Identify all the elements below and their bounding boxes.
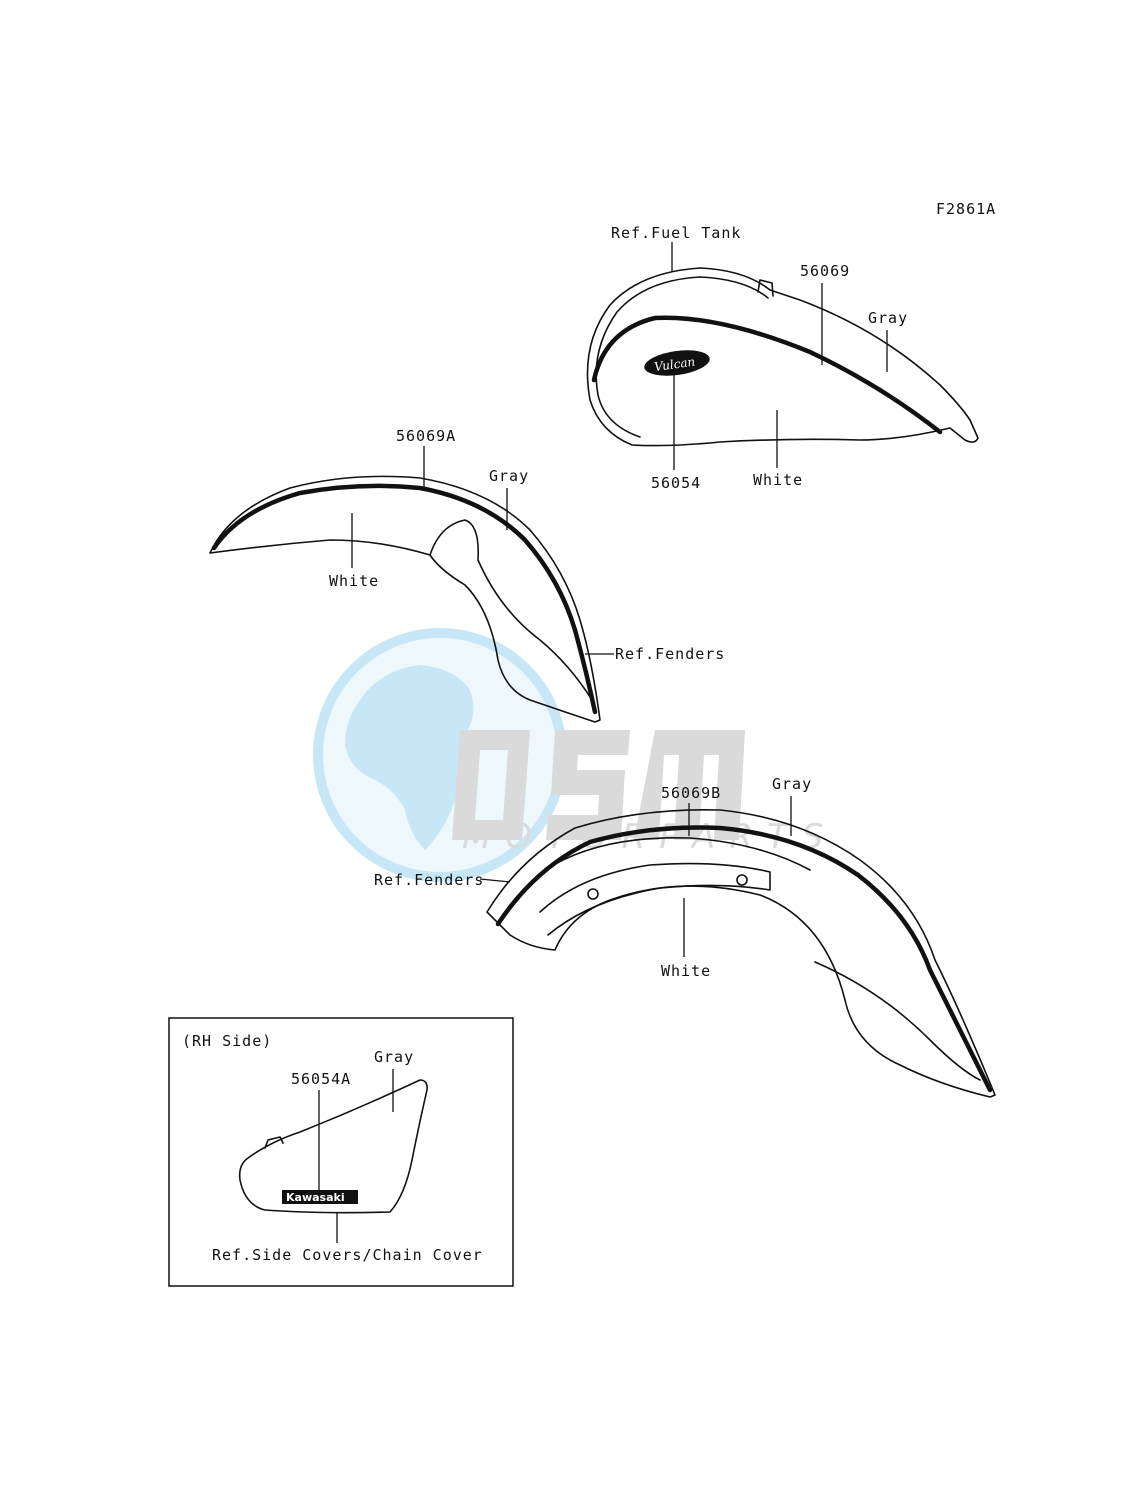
- front-fender-stripe: [211, 483, 598, 715]
- rear-fender-ref-label: Ref.Fenders: [374, 871, 484, 889]
- side-cover-gray-label: Gray: [374, 1048, 414, 1066]
- fuel-tank-gray-label: Gray: [868, 309, 908, 327]
- rear-fender-ref-leader: [479, 878, 511, 883]
- fuel-tank: Vulcan Ref.Fuel Tank 56069 Gray 56054 Wh…: [586, 224, 979, 492]
- front-fender-part-number: 56069A: [396, 427, 456, 445]
- rear-fender-white-label: White: [661, 962, 711, 980]
- watermark-letters: [452, 730, 745, 840]
- front-fender-inner-outline: [429, 519, 593, 701]
- rear-fender-bolt-hole-icon: [736, 874, 748, 886]
- side-cover-part-number: 56054A: [291, 1070, 351, 1088]
- side-cover-inset: (RH Side) Kawasaki 56054A Gray Ref.Side …: [168, 1017, 514, 1287]
- fuel-tank-inner-outline: [595, 276, 769, 438]
- figure-code: F2861A: [936, 200, 996, 218]
- kawasaki-badge: [282, 1190, 358, 1204]
- fuel-cap-icon: [757, 279, 774, 297]
- front-fender: 56069A Gray White Ref.Fenders: [209, 427, 725, 723]
- fuel-tank-emblem-script: Vulcan: [653, 355, 696, 375]
- rear-fender-inner-outline: [539, 836, 811, 936]
- front-fender-white-label: White: [329, 572, 379, 590]
- side-cover-outline: [238, 1079, 428, 1214]
- rear-fender-part-number: 56069B: [661, 784, 721, 802]
- rear-fender-lower-stripe: [814, 961, 981, 1081]
- watermark: MOTORPARTS: [313, 628, 823, 882]
- rear-fender-gray-label: Gray: [772, 775, 812, 793]
- rear-fender: 56069B Gray White Ref.Fenders: [374, 775, 996, 1098]
- watermark-continent-shape: [345, 665, 474, 850]
- inset-frame: [168, 1017, 514, 1287]
- fuel-tank-stripe-part-number: 56069: [800, 262, 850, 280]
- front-fender-ref-label: Ref.Fenders: [615, 645, 725, 663]
- front-fender-outline: [209, 475, 601, 723]
- fuel-tank-emblem-icon: [644, 350, 710, 376]
- kawasaki-badge-text: Kawasaki: [286, 1191, 345, 1204]
- rear-fender-bolt-hole-icon: [587, 888, 599, 900]
- fuel-tank-stripe: [591, 315, 943, 435]
- fuel-tank-emblem-part-number: 56054: [651, 474, 701, 492]
- rear-fender-stripe: [495, 825, 993, 1093]
- inset-side-label: (RH Side): [182, 1032, 272, 1050]
- side-cover-ref-label: Ref.Side Covers/Chain Cover: [212, 1246, 483, 1264]
- front-fender-gray-label: Gray: [489, 467, 529, 485]
- fuel-tank-ref-label: Ref.Fuel Tank: [611, 224, 741, 242]
- fuel-tank-outline: [586, 267, 979, 447]
- side-cover-tab: [264, 1136, 284, 1149]
- fuel-tank-white-label: White: [753, 471, 803, 489]
